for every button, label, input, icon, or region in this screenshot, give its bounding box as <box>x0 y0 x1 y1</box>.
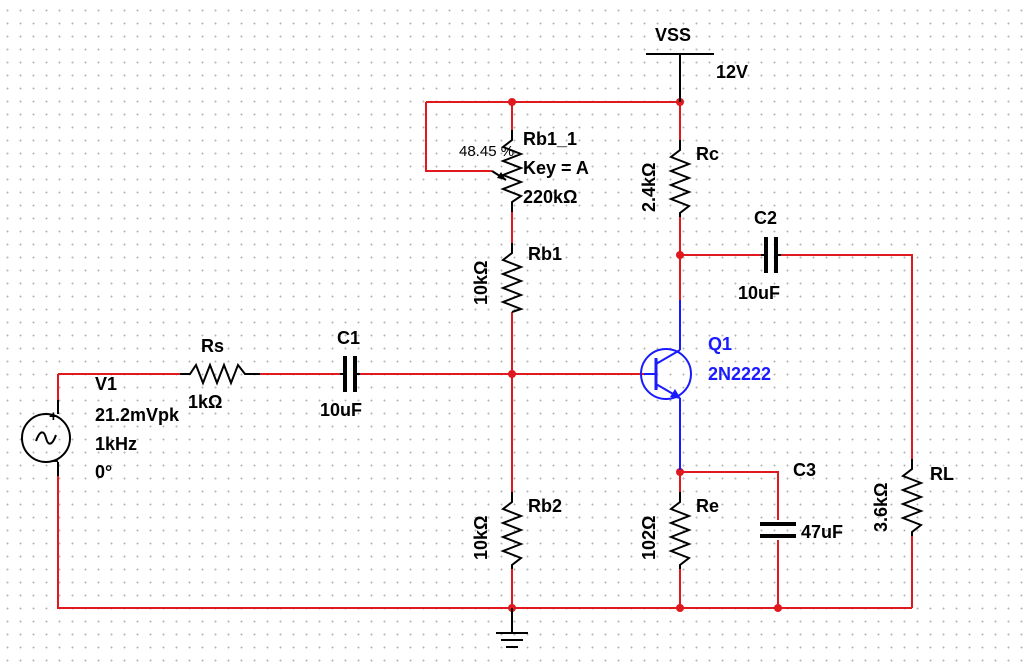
c2-value: 10uF <box>738 283 780 303</box>
pot-wiper-percent: 48.45 % <box>459 143 514 160</box>
junction-dot <box>508 370 516 378</box>
potentiometer-rb1-1[interactable]: 48.45 % Rb1_1 Key = A 220kΩ <box>459 129 589 212</box>
rb2-body <box>500 492 524 569</box>
rb1-name: Rb1 <box>528 244 562 264</box>
vss-name: VSS <box>655 25 691 45</box>
v1-amplitude: 21.2mVpk <box>95 405 180 425</box>
c3-name: C3 <box>793 460 816 480</box>
rl-body <box>900 459 924 536</box>
q1-body <box>640 348 692 400</box>
v1-minus-sign: − <box>50 453 59 470</box>
vss-supply[interactable]: VSS 12V <box>646 25 748 102</box>
pot-body <box>500 130 524 212</box>
resistor-re[interactable]: Re 102Ω <box>639 492 719 569</box>
resistor-rs[interactable]: Rs 1kΩ <box>180 336 260 412</box>
v1-body <box>21 413 71 463</box>
pot-name: Rb1_1 <box>523 129 577 149</box>
ground-symbol[interactable] <box>496 608 528 648</box>
c1-value: 10uF <box>320 400 362 420</box>
resistor-rl[interactable]: RL 3.6kΩ <box>871 459 954 536</box>
re-name: Re <box>696 496 719 516</box>
q1-name: Q1 <box>708 334 732 354</box>
rl-value: 3.6kΩ <box>871 483 891 532</box>
re-body <box>668 492 692 569</box>
rb1-body <box>500 243 524 313</box>
q1-model: 2N2222 <box>708 364 771 384</box>
v1-phase: 0° <box>95 462 112 482</box>
rc-name: Rc <box>696 144 719 164</box>
junction-dot <box>676 251 684 259</box>
transistor-q1[interactable]: Q1 2N2222 <box>640 300 771 470</box>
capacitor-c3[interactable]: C3 47uF <box>760 460 843 542</box>
rs-name: Rs <box>201 336 224 356</box>
pot-key: Key = A <box>523 158 589 178</box>
vss-voltage: 12V <box>716 62 748 82</box>
ground-bus-wire <box>57 476 912 609</box>
wires <box>57 101 913 609</box>
q1-emitter-arrow <box>670 389 681 399</box>
pot-value: 220kΩ <box>523 187 577 207</box>
junction-dot <box>774 604 782 612</box>
sine-icon <box>35 431 57 445</box>
c3-value: 47uF <box>801 522 843 542</box>
c2-to-rl-wire <box>781 254 913 459</box>
capacitor-c1[interactable]: C1 10uF <box>320 328 362 420</box>
c1-name: C1 <box>337 328 360 348</box>
rb1-value: 10kΩ <box>471 261 491 305</box>
v1-name: V1 <box>95 374 117 394</box>
emitter-to-c3-wire <box>680 471 779 520</box>
ac-source-v1[interactable]: + − V1 21.2mVpk 1kHz 0° <box>21 374 180 482</box>
rb2-value: 10kΩ <box>471 516 491 560</box>
junction-dot <box>676 468 684 476</box>
resistor-rc[interactable]: Rc 2.4kΩ <box>639 140 719 217</box>
c2-name: C2 <box>754 208 777 228</box>
rs-body <box>180 362 260 386</box>
rb2-name: Rb2 <box>528 496 562 516</box>
rs-value: 1kΩ <box>188 392 222 412</box>
junction-dot <box>508 98 516 106</box>
junction-dot <box>676 604 684 612</box>
rc-value: 2.4kΩ <box>639 163 659 212</box>
pot-wiper-loop-wire <box>425 102 492 172</box>
q1-collector-lead <box>655 349 681 365</box>
rc-body <box>668 140 692 217</box>
pot-wiper-arrow <box>497 172 506 180</box>
resistor-rb2[interactable]: Rb2 10kΩ <box>471 492 562 569</box>
rl-name: RL <box>930 464 954 484</box>
resistor-rb1[interactable]: Rb1 10kΩ <box>471 243 562 313</box>
v1-plus-sign: + <box>49 408 58 425</box>
re-value: 102Ω <box>639 516 659 560</box>
capacitor-c2[interactable]: C2 10uF <box>738 208 781 303</box>
v1-frequency: 1kHz <box>95 434 137 454</box>
